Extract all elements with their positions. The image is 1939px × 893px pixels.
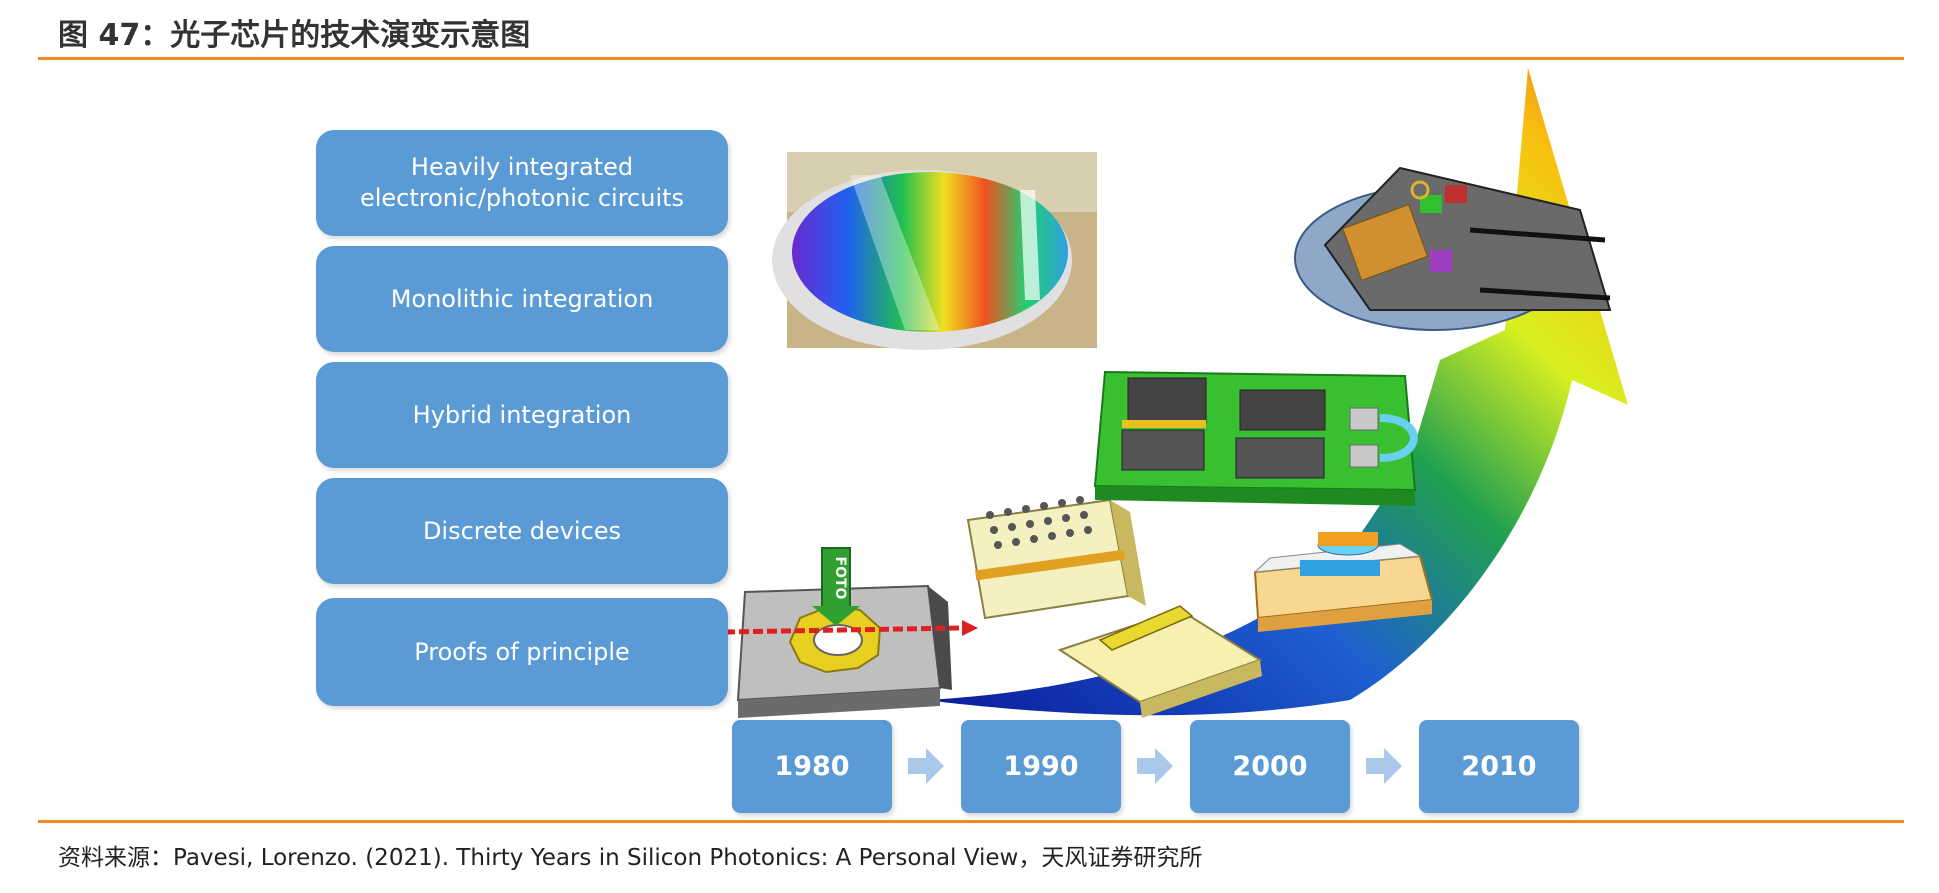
bottom-rule: [38, 820, 1904, 823]
stage-heavily-integrated: Heavily integrated electronic/photonic c…: [316, 130, 728, 236]
foto-label: FOTO: [832, 557, 848, 600]
stage-hybrid-integration: Hybrid integration: [316, 362, 728, 468]
arrow-right-icon: [1137, 748, 1173, 784]
top-rule: [38, 57, 1904, 60]
stage-discrete-devices: Discrete devices: [316, 478, 728, 584]
stage-label: Monolithic integration: [390, 284, 654, 313]
year-box-2000: 2000: [1190, 720, 1350, 813]
stage-label: Proofs of principle: [414, 637, 630, 666]
stage-monolithic-integration: Monolithic integration: [316, 246, 728, 352]
stage-proofs-of-principle: Proofs of principle: [316, 598, 728, 706]
year-box-2010: 2010: [1419, 720, 1579, 813]
year-box-1990: 1990: [961, 720, 1121, 813]
stage-label: Discrete devices: [422, 516, 622, 545]
wafer-photo: [772, 152, 1097, 350]
integrated-circuit-wafer: [1294, 166, 1612, 331]
arrow-right-icon: [908, 748, 944, 784]
stage-label: Heavily integrated electronic/photonic c…: [359, 153, 685, 212]
laser-device: [1253, 532, 1434, 632]
photonic-crystal-device: [966, 496, 1263, 718]
proof-of-principle-device: FOTO: [724, 547, 978, 718]
figure-title: 图 47：光子芯片的技术演变示意图: [58, 18, 531, 53]
figure-source: 资料来源：Pavesi, Lorenzo. (2021). Thirty Yea…: [58, 845, 1203, 871]
evolution-arrow: [925, 68, 1628, 716]
hybrid-integration-board: [1093, 370, 1418, 506]
arrow-right-icon: [1366, 748, 1402, 784]
stage-label: Hybrid integration: [412, 400, 632, 429]
year-box-1980: 1980: [732, 720, 892, 813]
